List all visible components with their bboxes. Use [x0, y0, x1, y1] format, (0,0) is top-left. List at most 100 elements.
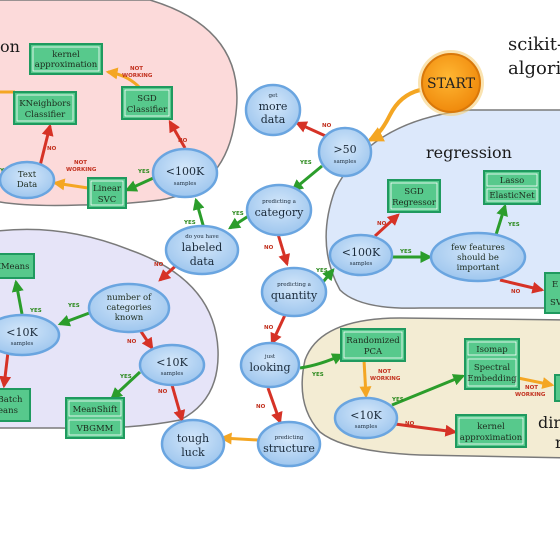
arrow-pca-to-lt10k	[359, 359, 372, 399]
question-text: get	[269, 93, 279, 99]
arrow-looking-to-structure	[266, 387, 283, 425]
arrow-lt100k-to-sgdreg	[373, 213, 400, 238]
estimator-text: SGD	[137, 94, 157, 104]
arrow-lt10k-to-batch	[0, 351, 12, 389]
arrow-category-to-quantity	[276, 233, 290, 267]
estimator-sgd-classifier[interactable]: SGD Classifier	[121, 86, 173, 120]
question-text: category	[255, 206, 305, 219]
estimator-kmeans[interactable]: KMeans	[0, 253, 35, 279]
estimator-sgd-regressor[interactable]: SGD Regressor	[387, 179, 441, 213]
arrow-fewfeatures-to-lasso	[493, 203, 508, 239]
question-text: samples	[161, 371, 184, 377]
estimator-randomized-pca[interactable]: Randomized PCA	[340, 328, 406, 362]
estimator-isomap-spectral[interactable]: Isomap Spectral Embedding	[464, 338, 520, 390]
arrow-quantity-to-looking	[270, 314, 287, 346]
edge-label-no: NO	[158, 389, 168, 395]
question-lt100k-regression[interactable]: <100K samples	[328, 233, 394, 277]
question-text: >50	[333, 143, 356, 156]
arrow-lt10k-to-kmeans	[11, 279, 24, 315]
question-more-data[interactable]: get more data	[244, 83, 302, 137]
estimator-kernel-approximation-dimensionality[interactable]: kernel approximation	[455, 414, 527, 448]
question-text: data	[261, 113, 286, 126]
estimator-minibatch-kmeans[interactable]: Batch eans	[0, 388, 31, 422]
edge-label-yes: YES	[391, 397, 404, 403]
edge-label-no: NO	[511, 289, 521, 295]
estimator-text: VBGMM	[76, 424, 114, 434]
estimator-kneighbors-classifier[interactable]: KNeighbors Classifier	[13, 91, 77, 125]
question-text: tough	[177, 432, 209, 445]
edge-label-yes: YES	[315, 268, 328, 274]
edge-label-no: NO	[154, 262, 164, 268]
estimator-dim-partial[interactable]	[554, 374, 560, 402]
edge-label-no: NO	[264, 325, 274, 331]
estimator-text: Classifier	[25, 110, 66, 120]
edge-label-no: NO	[405, 421, 415, 427]
arrow-category-to-labeled	[227, 213, 251, 230]
question-just-looking[interactable]: just looking	[239, 341, 301, 389]
estimator-regression-partial[interactable]: E SV	[544, 272, 560, 314]
estimator-text: SGD	[404, 187, 424, 197]
arrow-start-to-gt50	[367, 88, 421, 142]
estimator-lasso-elasticnet[interactable]: Lasso ElasticNet	[483, 170, 541, 205]
edge-label-working: WORKING	[66, 167, 97, 173]
question-text: luck	[181, 446, 205, 459]
estimator-text: Linear	[93, 184, 122, 194]
edge-label-no: NO	[264, 245, 274, 251]
arrow-lt10k-to-isomap	[391, 374, 466, 407]
estimator-text: Lasso	[500, 176, 525, 186]
classification-title: on	[0, 37, 20, 56]
question-text-data[interactable]: Text Data	[0, 160, 56, 200]
edge-label-not: NOT	[525, 385, 538, 391]
edge-label-yes: YES	[137, 169, 150, 175]
edge-label-yes: YES	[231, 211, 244, 217]
dimensionality-title: dir	[538, 413, 560, 432]
estimator-text: Isomap	[476, 345, 508, 355]
question-text: samples	[11, 341, 34, 347]
regression-title: regression	[426, 143, 512, 162]
question-text: predicting a	[262, 199, 297, 205]
estimator-linear-svc[interactable]: Linear SVC	[87, 177, 127, 209]
estimator-meanshift-vbgmm[interactable]: MeanShift VBGMM	[65, 397, 125, 439]
estimator-text: Embedding	[467, 374, 517, 384]
estimator-text: ElasticNet	[489, 191, 535, 201]
question-quantity[interactable]: predicting a quantity	[260, 266, 328, 318]
edge-label-yes: YES	[399, 249, 412, 255]
question-gt50-samples[interactable]: >50 samples	[317, 126, 373, 178]
question-text: categories	[106, 303, 151, 313]
start-node[interactable]: START	[418, 50, 484, 116]
question-lt100k-classification[interactable]: <100K samples	[151, 147, 219, 199]
question-lt10k-clustering-right[interactable]: <10K samples	[138, 343, 206, 387]
question-structure[interactable]: predicting structure	[256, 420, 322, 468]
question-text: <100K	[342, 246, 381, 259]
header-title-line2: algori	[508, 58, 560, 79]
edge-label-no: NO	[377, 221, 387, 227]
question-text: samples	[334, 159, 357, 165]
question-text: structure	[263, 442, 315, 455]
question-text: do you have	[185, 234, 218, 240]
estimator-text: SVC	[98, 195, 116, 205]
question-text: <10K	[350, 409, 382, 422]
estimator-text: kernel	[52, 50, 80, 60]
question-tough-luck[interactable]: tough luck	[160, 418, 226, 470]
arrow-fewfeatures-to-partial	[499, 278, 545, 294]
question-number-of-categories[interactable]: number of categories known	[87, 282, 171, 334]
question-few-features[interactable]: few features should be important	[429, 231, 527, 283]
edge-label-not: NOT	[130, 66, 143, 72]
edge-label-yes: YES	[507, 222, 520, 228]
edge-label-no: NO	[178, 138, 188, 144]
arrow-looking-to-pca	[299, 353, 345, 370]
question-text: <10K	[6, 326, 38, 339]
question-text: few features	[451, 243, 505, 253]
edge-label-not: NOT	[74, 160, 87, 166]
question-lt10k-clustering-left[interactable]: <10K samples	[0, 313, 61, 357]
arrow-numcat-to-lt10k-left	[57, 310, 93, 327]
question-text: important	[457, 263, 500, 273]
question-text: Text	[18, 170, 37, 180]
edge-label-yes: YES	[119, 374, 132, 380]
question-category[interactable]: predicting a category	[245, 183, 313, 237]
question-lt10k-dimensionality[interactable]: <10K samples	[333, 396, 399, 440]
question-labeled-data[interactable]: do you have labeled data	[164, 224, 240, 276]
estimator-kernel-approximation-classification[interactable]: kernel approximation	[29, 43, 103, 75]
arrow-lt10k-to-meanshift	[110, 370, 142, 400]
